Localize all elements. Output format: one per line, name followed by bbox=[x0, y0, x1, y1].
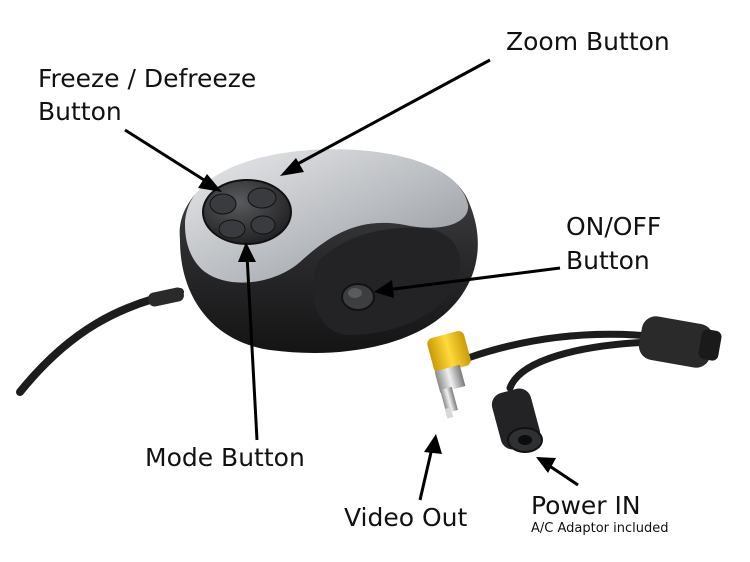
video-cable bbox=[464, 330, 654, 362]
freeze-button-label-line2: Button bbox=[38, 97, 122, 126]
video-out-label: Video Out bbox=[344, 503, 468, 532]
power-arrow bbox=[536, 457, 579, 487]
adaptor-note: A/C Adaptor included bbox=[531, 521, 669, 536]
mode-button-key bbox=[218, 219, 246, 239]
freeze-button-key bbox=[209, 193, 237, 215]
onoff-button-label-line2: Button bbox=[566, 246, 650, 275]
freeze-arrow bbox=[124, 128, 222, 192]
mode-arrow bbox=[238, 242, 259, 441]
power-cable bbox=[506, 338, 654, 392]
rca-video-plug bbox=[427, 331, 471, 419]
zoom-button-key bbox=[247, 187, 277, 209]
main-cable bbox=[16, 288, 184, 396]
cable-strain-relief bbox=[148, 287, 184, 307]
video-arrow bbox=[418, 434, 442, 501]
zoom-button-label: Zoom Button bbox=[506, 27, 670, 56]
onoff-button-label-line1: ON/OFF bbox=[566, 212, 662, 241]
zoom-arrow bbox=[280, 58, 491, 176]
dc-power-jack bbox=[491, 388, 543, 453]
power-in-label: Power IN bbox=[531, 491, 641, 520]
ferrite-core bbox=[638, 316, 714, 368]
mode-button-label: Mode Button bbox=[145, 443, 305, 472]
onoff-arrow bbox=[374, 266, 561, 298]
freeze-button-label-line1: Freeze / Defreeze bbox=[38, 64, 257, 93]
